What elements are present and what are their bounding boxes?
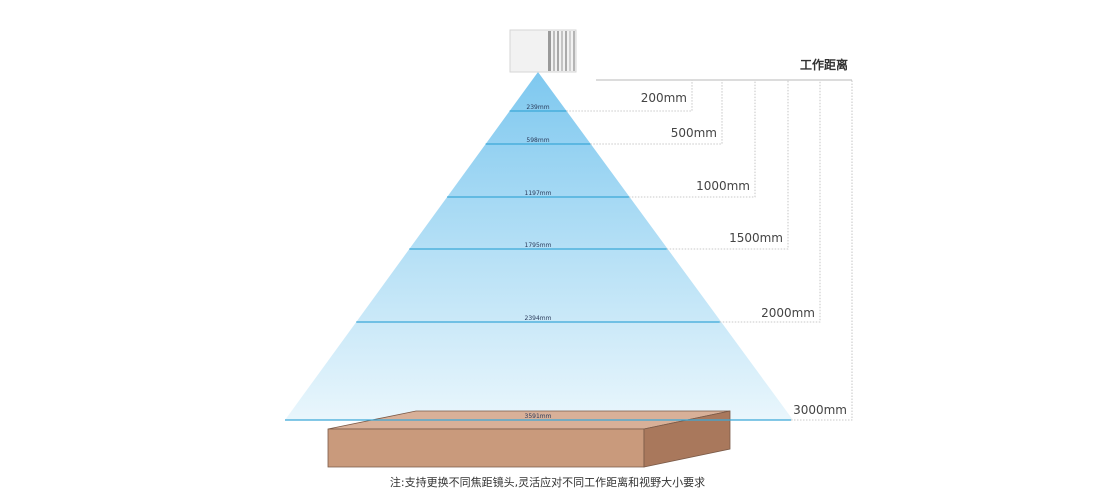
fov-width-label: 2394mm xyxy=(525,315,552,322)
distance-guide-line xyxy=(666,80,789,250)
distance-guide-line xyxy=(719,80,821,323)
camera-icon xyxy=(509,29,577,73)
fov-width-label: 1197mm xyxy=(525,190,552,197)
light-beam-cone xyxy=(285,72,793,420)
working-distance-label: 3000mm xyxy=(793,403,847,417)
fov-width-label: 1795mm xyxy=(525,242,552,249)
fov-width-label: 3591mm xyxy=(525,413,552,420)
fov-width-label: 239mm xyxy=(526,104,549,111)
working-distance-label: 1500mm xyxy=(729,231,783,245)
working-distance-label: 2000mm xyxy=(761,306,815,320)
fov-width-label: 598mm xyxy=(526,137,549,144)
distance-levels: 239mm 200mm 598mm 500mm 1197mm 1000mm 1795mm 15… xyxy=(285,80,853,421)
footnote: 注:支持更换不同焦距镜头,灵活应对不同工作距离和视野大小要求 xyxy=(389,476,706,489)
distance-guide-line xyxy=(628,80,756,198)
working-distance-label: 1000mm xyxy=(696,179,750,193)
working-distance-label: 500mm xyxy=(671,126,717,140)
distance-guide-line xyxy=(791,80,853,421)
working-distance-header: 工作距离 xyxy=(800,57,848,72)
distance-guide-line xyxy=(590,80,723,145)
working-distance-label: 200mm xyxy=(641,91,687,105)
